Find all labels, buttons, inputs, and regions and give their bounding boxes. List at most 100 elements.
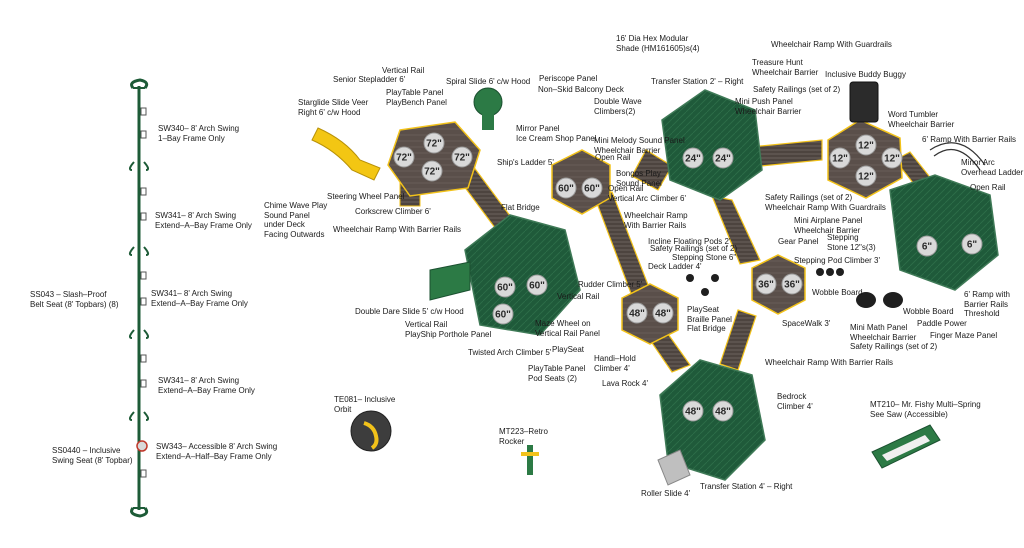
deck-height-label: 48" (655, 309, 671, 320)
deck-height-label: 72" (454, 153, 470, 164)
component-label: Word Tumbler Wheelchair Barrier (888, 110, 955, 129)
component-label: Steering Wheel Panel (327, 192, 405, 201)
component-label: Chime Wave Play Sound Panel under Deck F… (264, 201, 328, 239)
component-label: Wheelchair Ramp With Guardrails (771, 40, 892, 49)
component-label: Stepping Stone 12"s(3) (827, 233, 876, 252)
deck-height-label: 60" (497, 283, 513, 294)
component-label: Non–Skid Balcony Deck (538, 85, 624, 94)
shade-roof-3 (889, 174, 999, 291)
component-label: Handi–Hold Climber 4' (594, 354, 636, 373)
fishy-see-saw (871, 424, 941, 469)
component-label: Paddle Power (917, 319, 967, 328)
component-label: Mirror Panel Ice Cream Shop Panel (516, 124, 597, 143)
component-label: PlayTable Panel PlayBench Panel (386, 88, 447, 107)
deck-height-badge (423, 132, 445, 154)
component-label: Safety Railings (set of 2) (650, 244, 738, 253)
deck-height-label: 48" (715, 407, 731, 418)
inclusive-orbit (350, 410, 392, 452)
deck-height-badge (781, 273, 803, 295)
component-label: Open Rail (970, 183, 1006, 192)
tower-48 (621, 283, 679, 345)
component-label: Gear Panel (778, 237, 819, 246)
deck-height-label: 6" (967, 240, 978, 251)
deck-height-label: 60" (495, 310, 511, 321)
component-label: Mini Airplane Panel Wheelchair Barrier (794, 216, 863, 235)
component-label: Roller Slide 4' (641, 489, 691, 498)
deck-height-badge (652, 302, 674, 324)
deck-height-label: 48" (685, 407, 701, 418)
deck-height-label: 12" (832, 154, 848, 165)
deck-height-label: 72" (424, 167, 440, 178)
swing-label-1: SW340– 8' Arch Swing 1–Bay Frame Only (158, 124, 240, 143)
swing-label-4: SW341– 8' Arch Swing Extend–A–Bay Frame … (158, 376, 255, 395)
component-label: Vertical Rail (557, 292, 600, 301)
component-label: Rudder Climber 5' (578, 280, 643, 289)
deck-height-badge (916, 235, 938, 257)
component-label: Wheelchair Ramp With Barrier Rails (765, 358, 894, 367)
component-label: PlaySeat Braille Panel Flat Bridge (687, 305, 732, 333)
component-label: PlaySeat (552, 345, 585, 354)
component-label: Bedrock Climber 4' (777, 392, 813, 411)
component-label: Stepping Pod Climber 3' (794, 256, 881, 265)
deck-height-markers: 72"72"72"72"60"60"60"60"60"24"24"12"12"1… (393, 132, 983, 422)
component-label: Deck Ladder 4' (648, 262, 702, 271)
component-label: Flat Bridge (501, 203, 540, 212)
swing-label-2: SW341– 8' Arch Swing Extend–A–Bay Frame … (155, 211, 252, 230)
deck-height-label: 72" (396, 153, 412, 164)
retro-rocker (521, 445, 539, 475)
minor-arc-ladder (929, 142, 986, 171)
component-label: Mini Push Panel Wheelchair Barrier (735, 97, 802, 116)
seat-label-1: SS043 – Slash–Proof Belt Seat (8' Topbar… (30, 290, 119, 309)
deck-height-label: 60" (558, 184, 574, 195)
deck-height-badge (451, 146, 473, 168)
component-label: Senior Stepladder 6' (333, 75, 406, 84)
component-label: Wheelchair Ramp With Barrier Rails (333, 225, 462, 234)
component-label: Double Dare Slide 5' c/w Hood (355, 307, 464, 316)
deck-height-badge (626, 302, 648, 324)
swing-frame (128, 78, 150, 518)
deck-height-badge (682, 400, 704, 422)
component-label: Spiral Slide 6' c/w Hood (446, 77, 531, 86)
shade-roof-2 (661, 89, 763, 201)
component-label: Incline Floating Pods 2' (648, 237, 731, 246)
component-label: Twisted Arch Climber 5' (468, 348, 552, 357)
component-label: Wobble Board (903, 307, 954, 316)
seat-label-2: SS0440 – Inclusive Swing Seat (8' Topbar… (52, 446, 133, 465)
component-label: Corkscrew Climber 6' (355, 207, 431, 216)
component-label: TE081– Inclusive Orbit (334, 395, 396, 414)
swing-label-3: SW341– 8' Arch Swing Extend–A–Bay Frame … (151, 289, 248, 308)
component-label: Mini Melody Sound Panel Wheelchair Barri… (594, 136, 685, 155)
component-label: MT223–Retro Rocker (499, 427, 548, 446)
deck-height-label: 12" (858, 172, 874, 183)
tower-72 (387, 121, 481, 197)
deck-height-badge (682, 147, 704, 169)
deck-height-label: 24" (685, 154, 701, 165)
component-label: 6' Ramp With Barrier Rails (922, 135, 1016, 144)
deck-height-label: 24" (715, 154, 731, 165)
deck-height-badge (829, 147, 851, 169)
slides (311, 87, 691, 486)
component-label: Starglide Slide Veer Right 6' c/w Hood (298, 98, 369, 117)
deck-height-label: 36" (784, 280, 800, 291)
deck-height-badge (393, 146, 415, 168)
component-label: Ship's Ladder 5' (497, 158, 554, 167)
component-label: 6' Ramp with Barrier Rails Threshold (964, 290, 1010, 318)
component-label: Lava Rock 4' (602, 379, 648, 388)
component-label: Bongos Play Sound Panel (616, 169, 662, 188)
component-label: Finger Maze Panel (930, 331, 998, 340)
component-label: Wheelchair Ramp With Barrier Rails (624, 211, 688, 230)
deck-height-label: 6" (922, 242, 933, 253)
deck-height-badge (526, 274, 548, 296)
component-label: Wobble Board (812, 288, 863, 297)
deck-height-label: 72" (426, 139, 442, 150)
buddy-buggy (849, 81, 879, 123)
component-label: Stepping Stone 6" (672, 253, 737, 262)
deck-height-badge (421, 160, 443, 182)
deck-height-badge (855, 134, 877, 156)
deck-height-label: 60" (529, 281, 545, 292)
deck-height-badge (855, 165, 877, 187)
deck-height-badge (555, 177, 577, 199)
deck-height-label: 12" (858, 141, 874, 152)
